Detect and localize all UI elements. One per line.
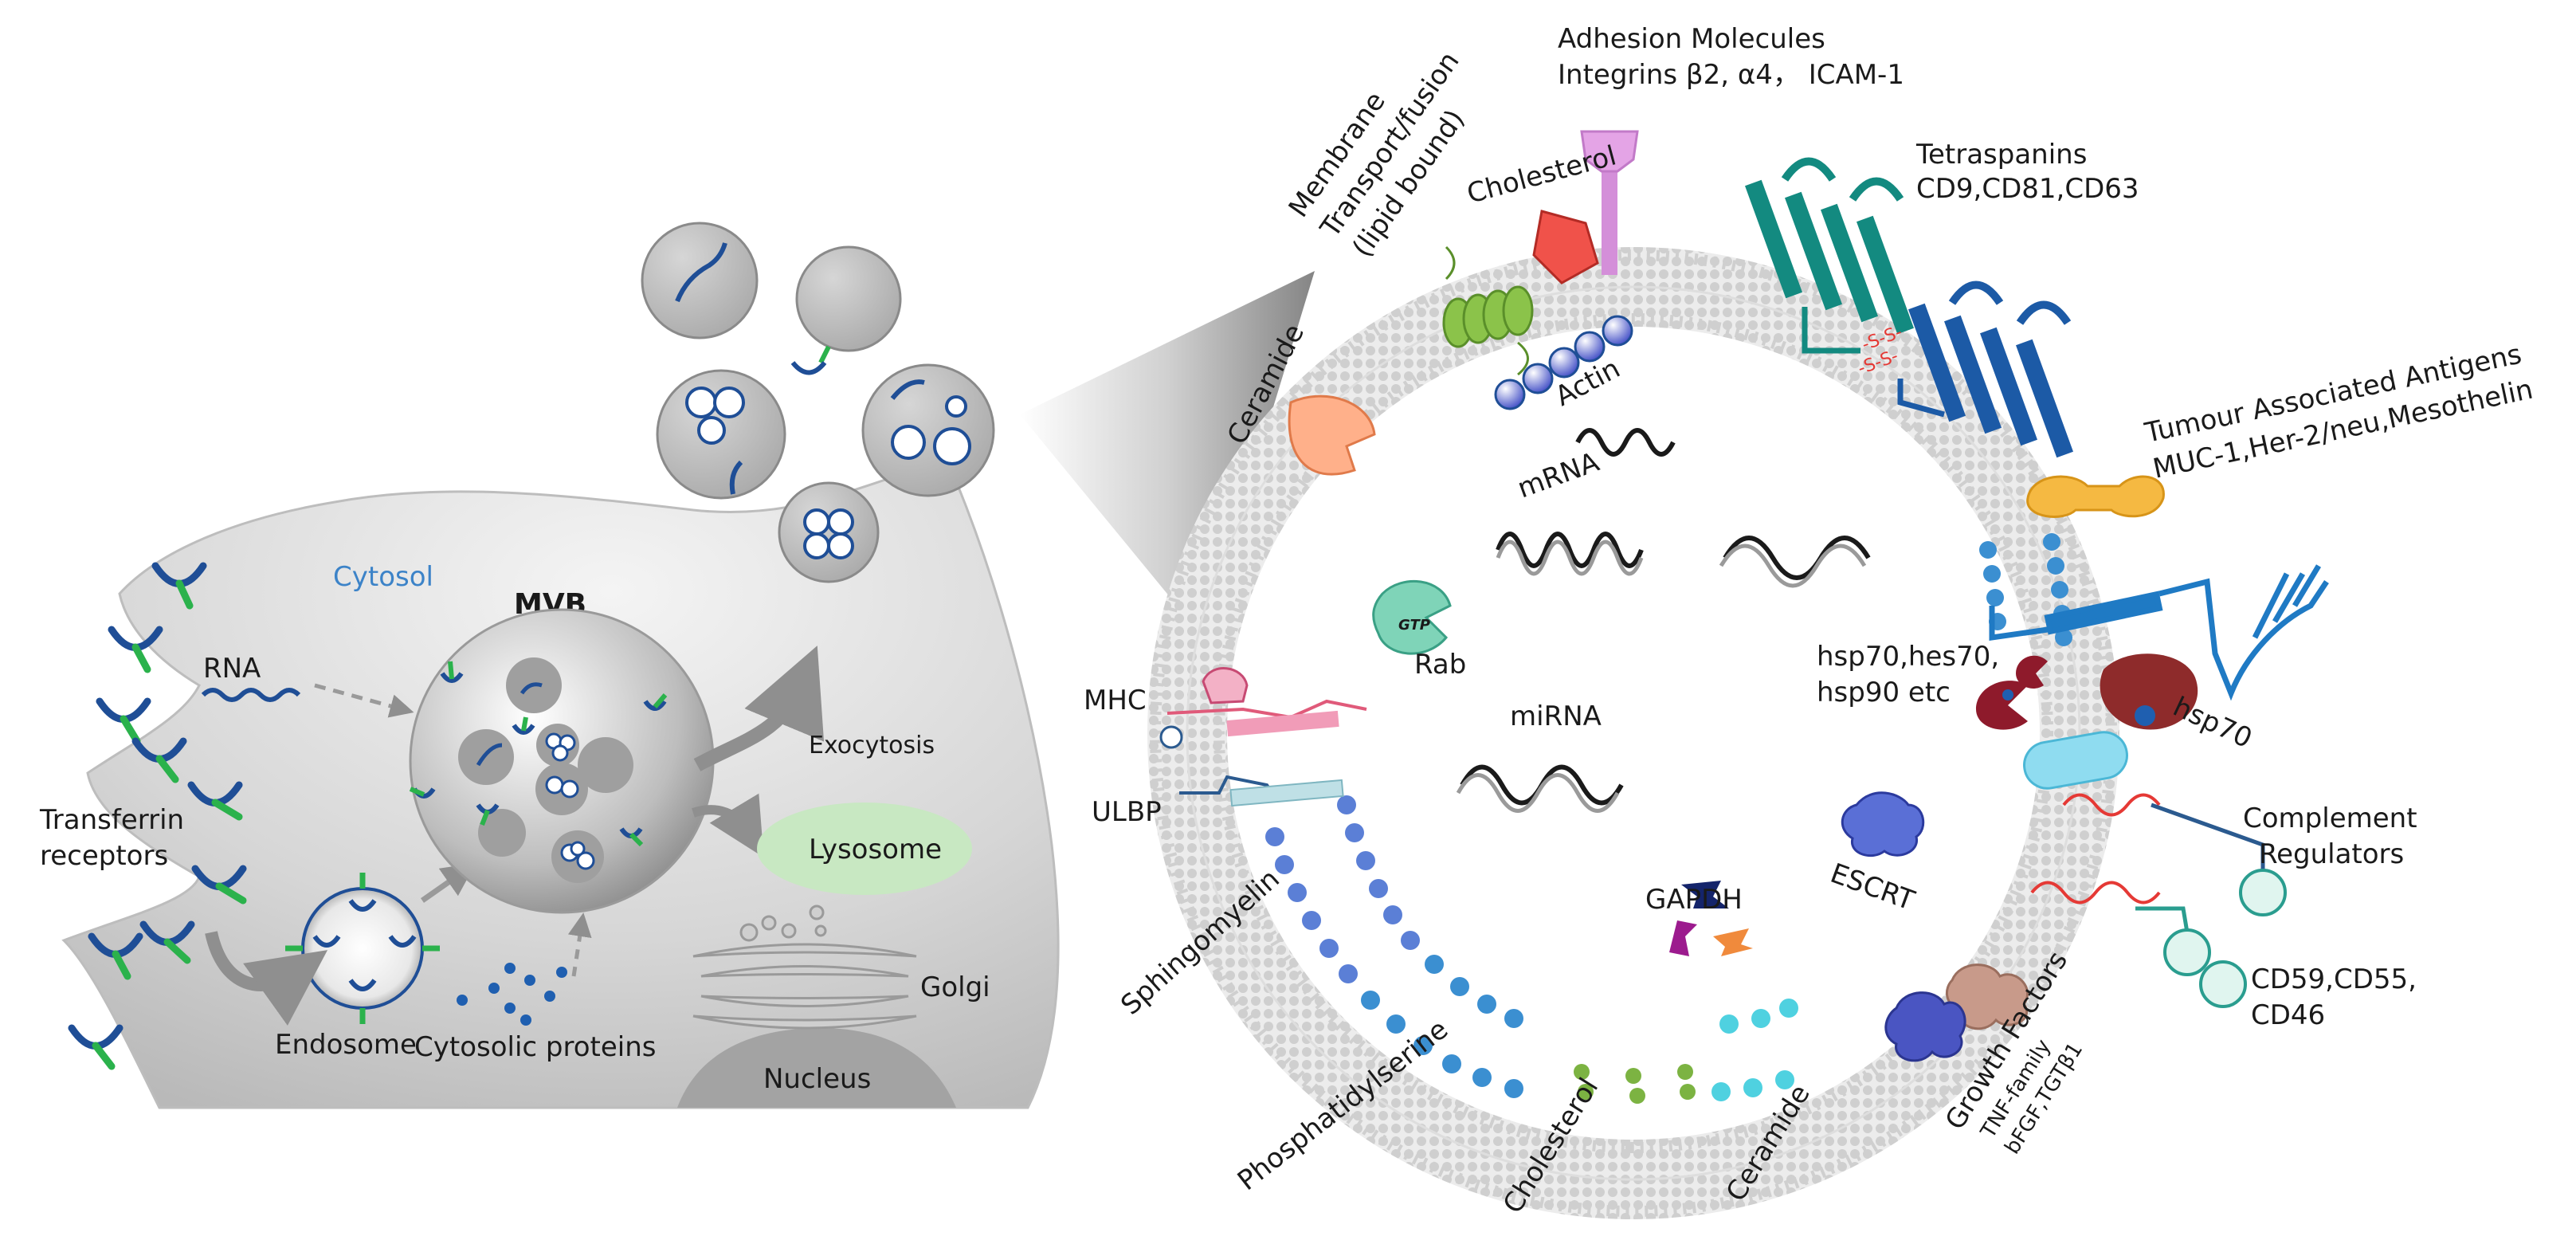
escrt-label: ESCRT [1826, 857, 1919, 917]
exosome-membrane [1147, 247, 2119, 1219]
cholesterol-top-icon [1532, 210, 1599, 285]
cholesterol-top-label: Cholesterol [1464, 139, 1620, 210]
actin-filament-icon [1494, 315, 1633, 410]
lysosome-arrow [692, 793, 764, 857]
adhesion-label-2: Integrins β2, α4， ICAM-1 [1558, 59, 1904, 91]
zoom-cone [1020, 271, 1315, 638]
membrane-blue-patch-right [1979, 533, 2072, 646]
transferrin-label-2: receptors [40, 840, 168, 872]
hsp-label-1: hsp70,hes70, [1817, 641, 1999, 673]
tetraspanin-cd63-icon [1745, 157, 1914, 354]
mrna-wave-shadow [1496, 540, 1644, 576]
growth-factor-icon [1884, 963, 2029, 1062]
sphingomyelin-patch [1265, 795, 1420, 983]
golgi-label: Golgi [920, 971, 990, 1003]
endosome [285, 873, 440, 1024]
mirna-label: miRNA [1510, 700, 1602, 732]
mrna-label: mRNA [1513, 446, 1603, 505]
mrna-wave-upper-icon [1575, 428, 1676, 457]
endocytosis-arrow [205, 931, 328, 1026]
ulbp-icon [1179, 775, 1344, 807]
endosome-to-mvb-arrow [420, 862, 476, 903]
rna-arrow [314, 683, 414, 718]
complement-label-1: Complement [2243, 803, 2417, 834]
phosphatidylserine-patch [1361, 955, 1523, 1098]
proteins-to-mvb-arrow [567, 912, 592, 977]
cytosolic-proteins-dots [457, 963, 567, 1026]
rab-label: Rab [1414, 649, 1466, 681]
escrt-icon [1841, 791, 1925, 857]
hsp70-label: hsp70 [2168, 691, 2256, 755]
gtp-label: GTP [1398, 617, 1430, 634]
mirna-wave-shadow [1456, 773, 1620, 813]
hsp70-large-icon [2100, 653, 2198, 730]
hsp-label-2: hsp90 etc [1817, 677, 1951, 708]
transmembrane-receptor-icon [1989, 564, 2329, 701]
cd-label-1: CD59,CD55, [2251, 963, 2417, 995]
cytosol-label: Cytosol [333, 561, 433, 593]
mrna-wave-icon [1496, 532, 1644, 568]
ceramide-left-icon [1288, 394, 1376, 476]
lysosome-shape [757, 803, 972, 895]
hsp90-icon [1976, 655, 2048, 730]
gapdh-icon [1669, 881, 1753, 956]
lysosome-label: Lysosome [809, 834, 942, 865]
cd-label-2: CD46 [2251, 999, 2325, 1031]
adhesion-label-1: Adhesion Molecules [1558, 23, 1825, 55]
ceramide-patch [1711, 999, 1798, 1101]
exocytosis-label: Exocytosis [809, 732, 935, 759]
fusion-protein-icon [1442, 245, 1534, 376]
released-exosomes [641, 222, 995, 583]
rna-label: RNA [203, 653, 261, 685]
complement-regulator-icon [2062, 793, 2287, 916]
cd59-cd55-cd46-icon [2030, 881, 2247, 1008]
rab-gtp-icon [1372, 579, 1452, 655]
transferrin-label-1: Transferrin [39, 804, 184, 836]
nucleus-label: Nucleus [763, 1063, 871, 1095]
mrna-wave-right-shadow [1719, 544, 1867, 588]
gapdh-label: GAPDH [1645, 884, 1743, 916]
golgi-apparatus-icon [692, 905, 917, 1030]
tumour-antigen-icon [2026, 475, 2165, 518]
adhesion-molecule-icon [1580, 130, 1639, 275]
mvb-multivesicular-body [409, 608, 715, 914]
complement-label-2: Regulators [2259, 838, 2404, 870]
exocytosis-arrow [693, 646, 825, 771]
cholesterol-patch [1574, 1064, 1696, 1104]
ulbp-label: ULBP [1092, 796, 1162, 828]
endosome-label: Endosome [275, 1029, 417, 1061]
tetraspanin-cd9-icon [1897, 281, 2073, 458]
mrna-wave-right-icon [1723, 536, 1871, 580]
mhc-icon [1159, 667, 1367, 749]
tetraspanins-label-2: CD9,CD81,CD63 [1916, 173, 2139, 205]
nucleus-shape [677, 1028, 956, 1108]
cytosolic-proteins-label: Cytosolic proteins [414, 1031, 656, 1063]
tetraspanins-label-1: Tetraspanins [1915, 139, 2087, 171]
rna-strand-icon [201, 688, 301, 702]
transferrin-receptors [68, 562, 247, 1070]
cyan-membrane-protein-icon [2023, 731, 2128, 790]
mhc-label: MHC [1084, 685, 1147, 716]
